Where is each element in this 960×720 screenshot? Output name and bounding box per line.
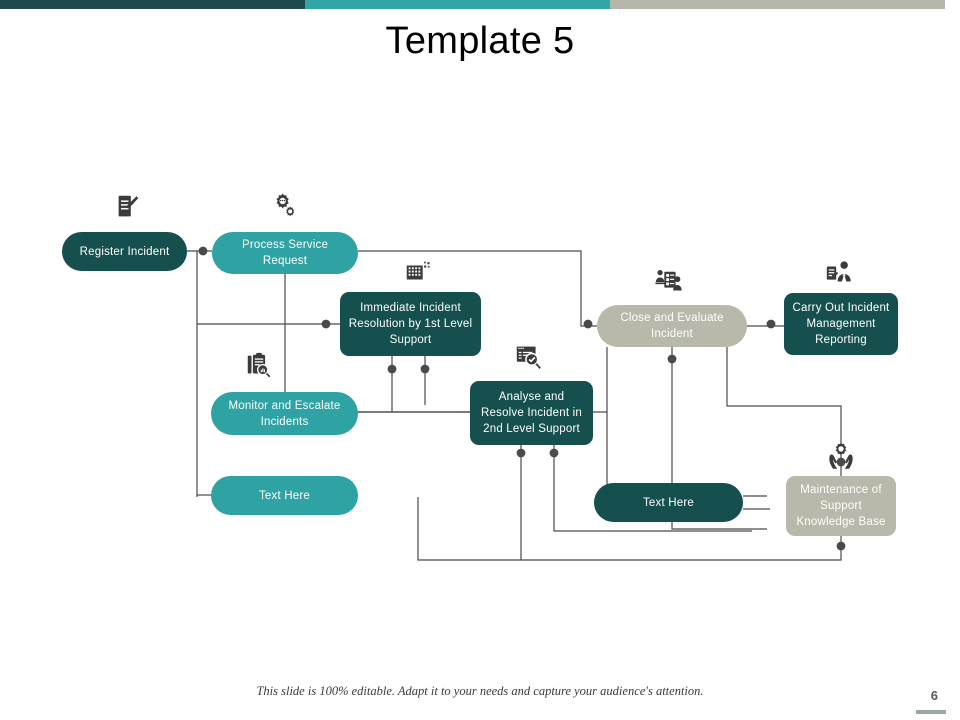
accent-segment-dark xyxy=(0,0,305,9)
window-check-icon xyxy=(512,342,546,372)
node-label: Analyse and Resolve Incident in 2nd Leve… xyxy=(481,391,582,435)
gears-icon xyxy=(268,190,302,220)
node-label: Register Incident xyxy=(79,245,170,258)
accent-segment-gray xyxy=(610,0,945,9)
node-maintenance-of-support-knowledge-base[interactable]: Maintenance of Support Knowledge Base xyxy=(786,476,896,536)
document-edit-icon xyxy=(111,192,145,222)
node-label: Immediate Incident Resolution by 1st Lev… xyxy=(348,302,473,346)
node-close-and-evaluate-incident[interactable]: Close and Evaluate Incident xyxy=(597,305,747,347)
accent-segment-teal xyxy=(305,0,610,9)
grid-dots-icon xyxy=(401,257,435,287)
node-label: Text Here xyxy=(258,489,310,502)
node-label: Carry Out Incident Management Reporting xyxy=(792,302,890,346)
page-number-rule xyxy=(916,710,946,714)
page-title: Template 5 xyxy=(385,20,575,62)
node-process-service-request[interactable]: Process Service Request xyxy=(212,232,358,274)
top-accent-bar xyxy=(0,0,960,9)
node-label: Maintenance of Support Knowledge Base xyxy=(796,484,886,528)
node-label: Text Here xyxy=(642,496,694,509)
node-label: Close and Evaluate Incident xyxy=(620,312,724,340)
node-analyse-and-resolve-incident[interactable]: Analyse and Resolve Incident in 2nd Leve… xyxy=(470,381,593,445)
node-register-incident[interactable]: Register Incident xyxy=(62,232,187,271)
node-carry-out-incident-management-reporting[interactable]: Carry Out Incident Management Reporting xyxy=(784,293,898,355)
people-report-icon xyxy=(652,267,686,297)
node-monitor-and-escalate-incidents[interactable]: Monitor and Escalate Incidents xyxy=(211,392,358,435)
gear-hands-icon xyxy=(824,440,858,470)
node-text-here-right[interactable]: Text Here xyxy=(594,483,743,522)
clipboard-search-icon xyxy=(242,350,276,380)
node-label: Monitor and Escalate Incidents xyxy=(228,399,341,428)
node-immediate-incident-resolution[interactable]: Immediate Incident Resolution by 1st Lev… xyxy=(340,292,481,356)
businessman-report-icon xyxy=(822,259,856,289)
page-number: 6 xyxy=(930,688,938,703)
node-text-here-left[interactable]: Text Here xyxy=(211,476,358,515)
node-label: Process Service Request xyxy=(241,239,329,267)
footer-note: This slide is 100% editable. Adapt it to… xyxy=(256,684,704,698)
accent-segment-blank xyxy=(945,0,960,9)
